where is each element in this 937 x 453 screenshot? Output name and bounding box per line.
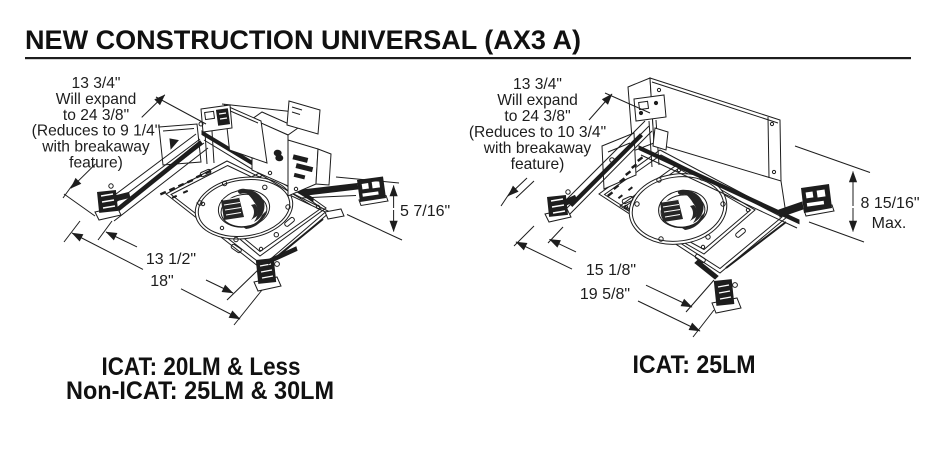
svg-text:15 1/8": 15 1/8" <box>586 262 636 279</box>
svg-text:Will expand: Will expand <box>497 92 578 109</box>
svg-text:13 3/4": 13 3/4" <box>72 75 121 92</box>
svg-text:feature): feature) <box>69 155 123 172</box>
svg-text:(Reduces to 10 3/4": (Reduces to 10 3/4" <box>469 124 606 141</box>
svg-text:8 15/16": 8 15/16" <box>860 195 919 212</box>
svg-text:Max.: Max. <box>872 215 907 232</box>
svg-text:to 24 3/8": to 24 3/8" <box>504 108 570 125</box>
svg-text:to 24 3/8": to 24 3/8" <box>63 107 129 124</box>
svg-text:Non-ICAT: 25LM & 30LM: Non-ICAT: 25LM & 30LM <box>66 377 334 405</box>
svg-text:ICAT: 20LM & Less: ICAT: 20LM & Less <box>102 353 301 381</box>
svg-text:5 7/16": 5 7/16" <box>400 203 450 220</box>
svg-text:NEW CONSTRUCTION UNIVERSAL (AX: NEW CONSTRUCTION UNIVERSAL (AX3 A) <box>25 25 581 55</box>
svg-text:(Reduces to 9 1/4": (Reduces to 9 1/4" <box>32 123 161 140</box>
svg-text:ICAT: 25LM: ICAT: 25LM <box>633 351 756 379</box>
svg-text:19 5/8": 19 5/8" <box>580 286 630 303</box>
svg-text:feature): feature) <box>511 156 565 173</box>
svg-text:Will expand: Will expand <box>56 91 137 108</box>
svg-text:13 1/2": 13 1/2" <box>146 251 196 268</box>
svg-text:18": 18" <box>150 273 173 290</box>
svg-text:with breakaway: with breakaway <box>483 140 592 157</box>
svg-text:13 3/4": 13 3/4" <box>513 76 562 93</box>
svg-text:with breakaway: with breakaway <box>41 139 150 156</box>
